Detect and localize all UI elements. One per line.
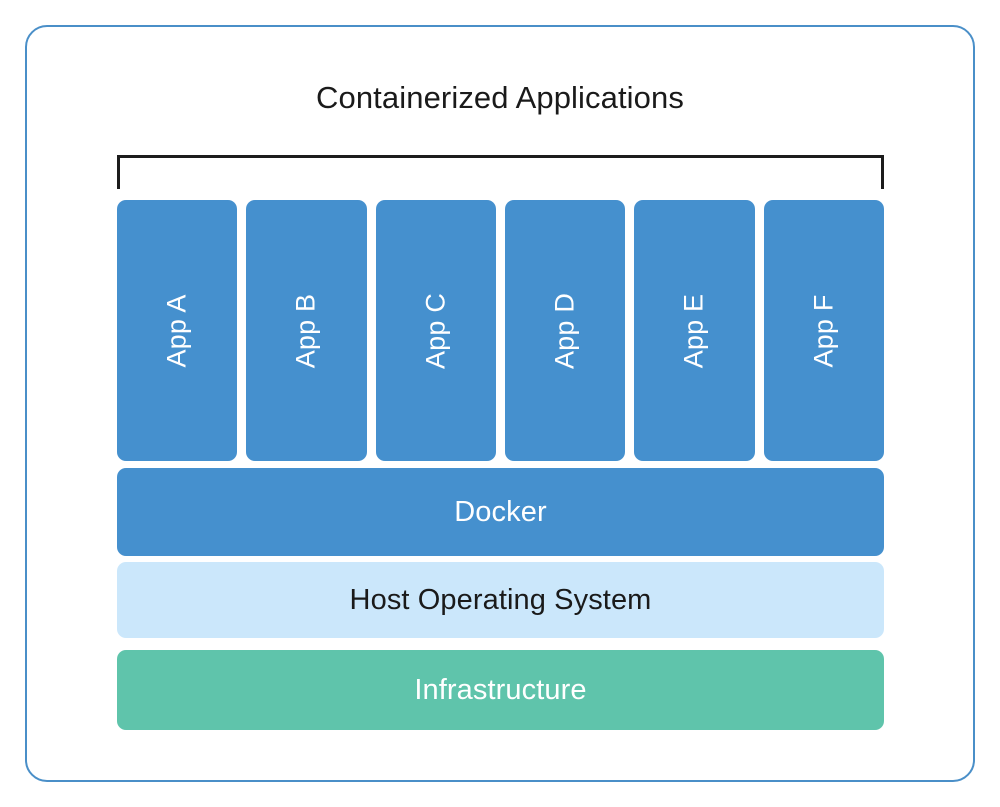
app-container-label: App B [290, 293, 321, 368]
layer-docker[interactable]: Docker [117, 468, 884, 556]
app-container-label: App E [678, 293, 709, 368]
app-container-label: App C [420, 292, 451, 369]
containerized-applications-bracket [117, 155, 884, 189]
app-container-c[interactable]: App C [375, 200, 496, 461]
app-container-row: App A App B App C App D App E App F [117, 200, 884, 461]
app-container-e[interactable]: App E [634, 200, 755, 461]
app-container-label: App A [161, 293, 192, 368]
layer-label: Host Operating System [349, 583, 652, 616]
layer-infrastructure[interactable]: Infrastructure [117, 650, 884, 730]
layer-label: Docker [454, 495, 547, 528]
app-container-b[interactable]: App B [246, 200, 367, 461]
app-container-a[interactable]: App A [117, 200, 238, 461]
app-container-d[interactable]: App D [504, 200, 626, 461]
app-container-label: App F [808, 293, 839, 368]
layer-label: Infrastructure [414, 673, 587, 706]
app-container-label: App D [549, 292, 580, 369]
layer-host-operating-system[interactable]: Host Operating System [117, 562, 884, 638]
page-title: Containerized Applications [316, 80, 684, 115]
app-container-f[interactable]: App F [763, 200, 884, 461]
